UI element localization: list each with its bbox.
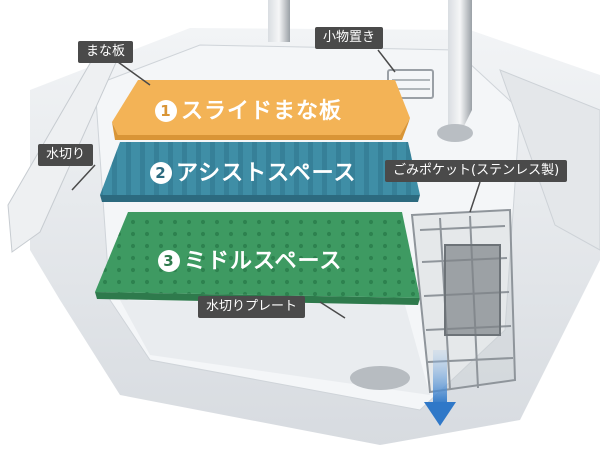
drain-arrow-shaft: [433, 350, 447, 405]
layer-number-2: 2: [150, 162, 172, 184]
pointer-small-items: [377, 49, 396, 73]
callout-drain-side: 水切り: [38, 144, 94, 166]
faucet-top: [268, 0, 290, 42]
layer-number-1: 1: [155, 100, 177, 122]
cutting-board: [112, 80, 410, 135]
layer-text-1: スライドまな板: [181, 99, 343, 124]
pointer-drain-plate: [319, 301, 346, 319]
middle-space-dots: [95, 212, 420, 298]
pointer-garbage-pocket: [469, 181, 481, 213]
callout-small-items: 小物置き: [315, 27, 384, 49]
pointer-drain-side: [71, 164, 96, 191]
callout-drain-plate: 水切りプレート: [198, 296, 306, 318]
layer-number-3: 3: [158, 250, 180, 272]
assist-space-edge: [100, 195, 420, 202]
assist-space-slats: [100, 142, 420, 195]
faucet: [448, 0, 472, 130]
callout-cutting-board: まな板: [78, 41, 134, 63]
faucet-base: [437, 124, 473, 142]
layer-text-3: ミドルスペース: [184, 249, 343, 274]
callout-garbage-pocket: ごみポケット(ステンレス製): [385, 160, 568, 182]
drain-outlet: [350, 366, 410, 390]
basin-floor: [120, 300, 430, 395]
drain-arrow-head: [424, 402, 456, 426]
garbage-pocket: [410, 208, 517, 394]
pointer-cutting-board: [117, 61, 151, 86]
cutting-board-edge: [112, 118, 410, 140]
layer-text-2: アシストスペース: [176, 161, 357, 186]
